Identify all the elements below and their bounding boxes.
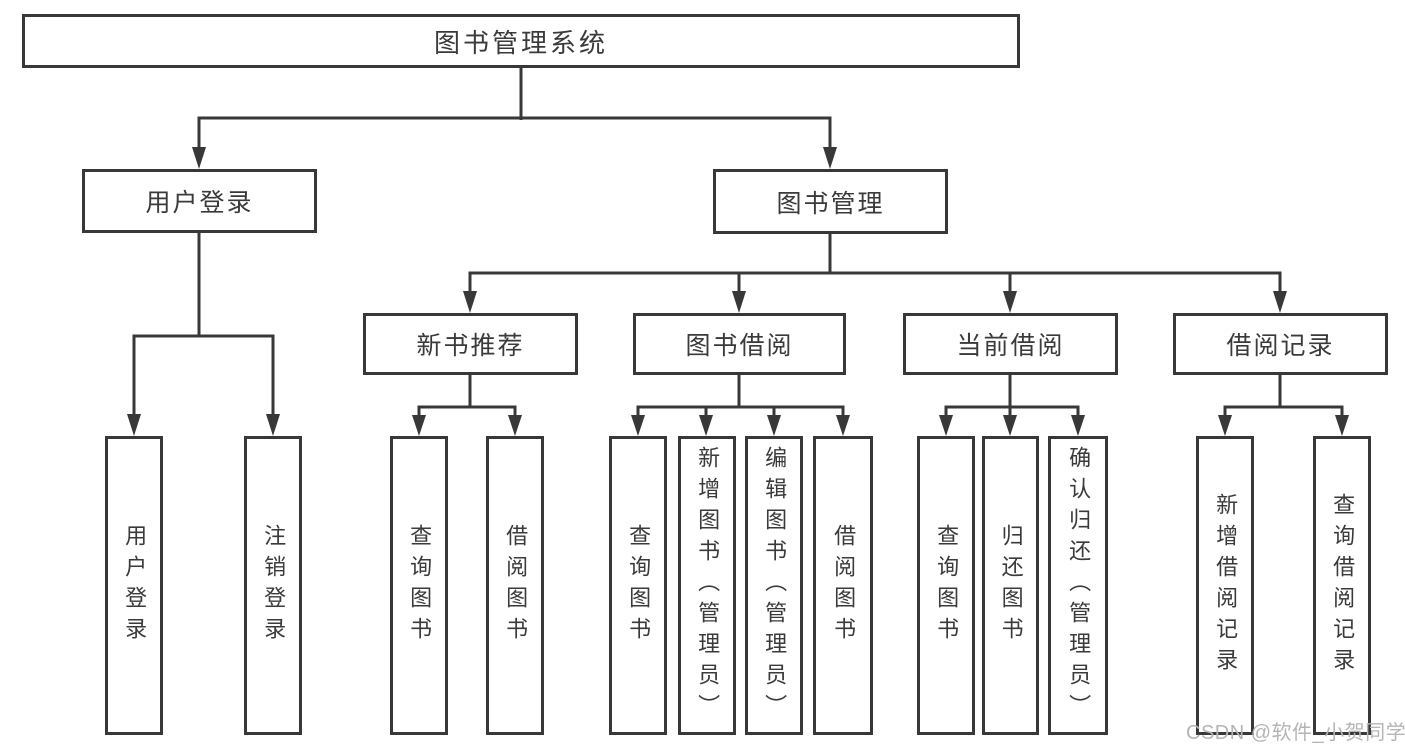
node-user-login-label: 用户登录 bbox=[145, 189, 254, 217]
leaf-return-books-label: 归还图书 bbox=[998, 523, 1024, 648]
node-book-borrowing: 图书借阅 bbox=[633, 313, 846, 375]
leaf-edit-books-admin-label: 编辑图书（管理员） bbox=[762, 446, 788, 725]
node-current-borrowing: 当前借阅 bbox=[903, 313, 1118, 375]
leaf-logout-label: 注销登录 bbox=[261, 523, 287, 648]
node-new-book-recommendation: 新书推荐 bbox=[363, 313, 578, 375]
leaf-user-login: 用户登录 bbox=[105, 436, 163, 735]
node-borrowing-records-label: 借阅记录 bbox=[1226, 332, 1335, 360]
leaf-borrowing-query-books-label: 查询图书 bbox=[626, 523, 652, 648]
leaf-query-borrow-record-label: 查询借阅记录 bbox=[1330, 492, 1356, 679]
node-book-management: 图书管理 bbox=[713, 169, 948, 234]
leaf-add-borrow-record-label: 新增借阅记录 bbox=[1213, 492, 1239, 679]
node-borrowing-records: 借阅记录 bbox=[1173, 313, 1388, 375]
leaf-current-query-books-label: 查询图书 bbox=[934, 523, 960, 648]
leaf-confirm-return-admin-label: 确认归还（管理员） bbox=[1066, 446, 1092, 725]
leaf-confirm-return-admin: 确认归还（管理员） bbox=[1048, 436, 1108, 735]
leaf-user-login-label: 用户登录 bbox=[122, 523, 148, 648]
leaf-logout: 注销登录 bbox=[244, 436, 302, 735]
leaf-recommend-borrow-books: 借阅图书 bbox=[486, 436, 544, 735]
node-book-management-label: 图书管理 bbox=[776, 189, 885, 218]
leaf-recommend-query-books: 查询图书 bbox=[390, 436, 448, 735]
leaf-current-query-books: 查询图书 bbox=[917, 436, 975, 735]
leaf-recommend-query-books-label: 查询图书 bbox=[407, 523, 433, 648]
leaf-recommend-borrow-books-label: 借阅图书 bbox=[503, 523, 529, 648]
leaf-borrowing-borrow-books: 借阅图书 bbox=[813, 436, 873, 735]
leaf-query-borrow-record: 查询借阅记录 bbox=[1313, 436, 1371, 735]
node-current-borrowing-label: 当前借阅 bbox=[956, 332, 1065, 360]
leaf-borrowing-borrow-books-label: 借阅图书 bbox=[831, 523, 857, 648]
node-user-login: 用户登录 bbox=[82, 169, 317, 233]
leaf-return-books: 归还图书 bbox=[982, 436, 1039, 735]
node-book-borrowing-label: 图书借阅 bbox=[685, 332, 794, 360]
leaf-add-books-admin: 新增图书（管理员） bbox=[678, 436, 736, 735]
node-root-system: 图书管理系统 bbox=[22, 14, 1020, 68]
node-root-label: 图书管理系统 bbox=[433, 27, 608, 58]
leaf-add-books-admin-label: 新增图书（管理员） bbox=[695, 446, 721, 725]
leaf-add-borrow-record: 新增借阅记录 bbox=[1196, 436, 1254, 735]
leaf-borrowing-query-books: 查询图书 bbox=[609, 436, 667, 735]
node-new-book-recommendation-label: 新书推荐 bbox=[416, 332, 525, 360]
leaf-edit-books-admin: 编辑图书（管理员） bbox=[745, 436, 803, 735]
csdn-watermark: CSDN @软件_小贺同学 bbox=[1186, 722, 1405, 744]
